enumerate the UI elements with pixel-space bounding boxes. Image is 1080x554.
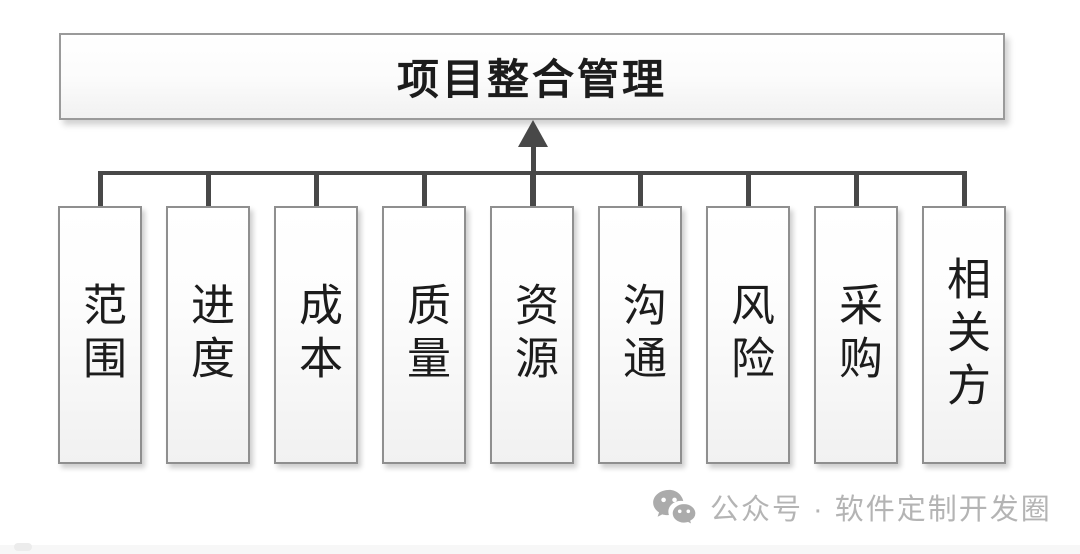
child-node-label: 成本: [292, 282, 341, 388]
root-node-label: 项目整合管理: [396, 56, 667, 103]
child-node-box: 质量: [382, 206, 466, 464]
connector-drop-line: [854, 171, 859, 209]
child-node-box: 相关方: [922, 206, 1006, 464]
child-node-box: 进度: [166, 206, 250, 464]
child-node-label: 相关方: [940, 255, 989, 415]
child-node-box: 范围: [58, 206, 142, 464]
connector-drop-line: [746, 171, 751, 209]
child-node-box: 沟通: [598, 206, 682, 464]
child-node-label: 风险: [724, 282, 773, 388]
connector-drop-line: [962, 171, 967, 209]
diagram-column: 采购: [814, 171, 898, 464]
root-node-project-integration: 项目整合管理: [59, 33, 1005, 120]
child-node-label: 质量: [400, 282, 449, 388]
diagram-column: 进度: [166, 171, 250, 464]
child-node-box: 风险: [706, 206, 790, 464]
child-node-label: 资源: [508, 282, 557, 388]
diagram-column: 相关方: [922, 171, 1006, 464]
connector-drop-line: [98, 171, 103, 209]
up-arrow-icon: [518, 120, 548, 147]
child-node-label: 进度: [184, 282, 233, 388]
watermark: 公众号 · 软件定制开发圈: [652, 487, 1052, 527]
bottom-strip: [0, 545, 1080, 554]
connector-drop-line: [314, 171, 319, 209]
diagram-column: 沟通: [598, 171, 682, 464]
diagram-column: 质量: [382, 171, 466, 464]
bottom-smudge: [14, 543, 32, 551]
child-node-label: 采购: [832, 282, 881, 388]
child-node-box: 成本: [274, 206, 358, 464]
child-node-label: 范围: [76, 282, 125, 388]
wechat-icon: [653, 489, 697, 526]
diagram-column: 范围: [58, 171, 142, 464]
connector-drop-line: [206, 171, 211, 209]
diagram-column: 资源: [490, 171, 574, 464]
child-node-label: 沟通: [616, 282, 665, 388]
connector-drop-line: [422, 171, 427, 209]
child-node-box: 采购: [814, 206, 898, 464]
connector-drop-line: [638, 171, 643, 209]
watermark-text: 公众号 · 软件定制开发圈: [710, 494, 1052, 526]
child-node-box: 资源: [490, 206, 574, 464]
connector-drop-line: [530, 171, 535, 209]
diagram-column: 成本: [274, 171, 358, 464]
diagram-column: 风险: [706, 171, 790, 464]
